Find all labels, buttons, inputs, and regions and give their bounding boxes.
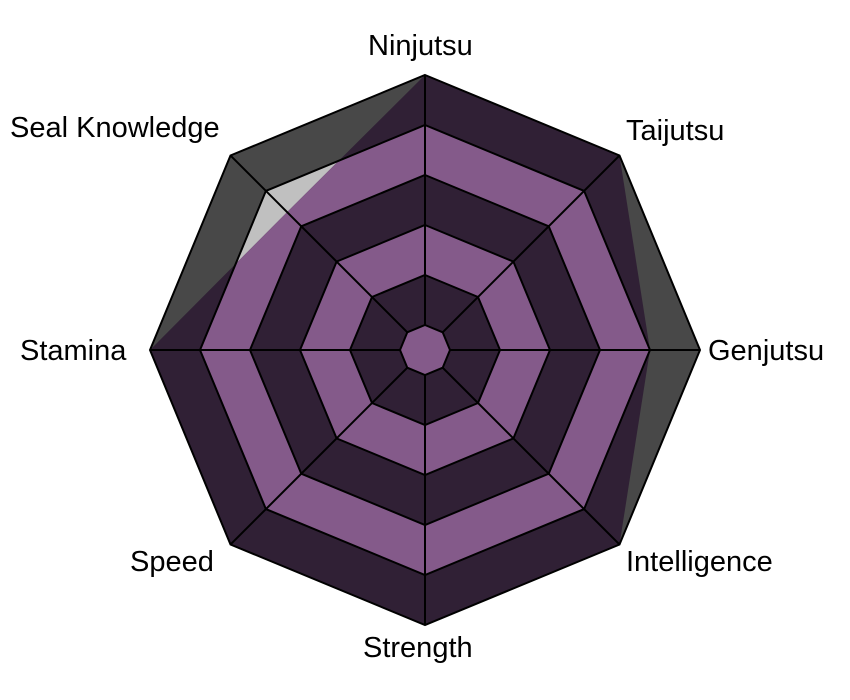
axis-label-strength: Strength	[363, 632, 473, 664]
axis-label-taijutsu: Taijutsu	[626, 115, 725, 147]
axis-label-seal-knowledge: Seal Knowledge	[10, 112, 220, 144]
axis-label-stamina: Stamina	[20, 335, 127, 367]
grid-lines	[148, 73, 702, 627]
axis-label-speed: Speed	[130, 546, 214, 578]
axis-label-ninjutsu: Ninjutsu	[368, 30, 473, 62]
axis-label-intelligence: Intelligence	[626, 546, 773, 578]
axis-label-genjutsu: Genjutsu	[708, 335, 825, 367]
